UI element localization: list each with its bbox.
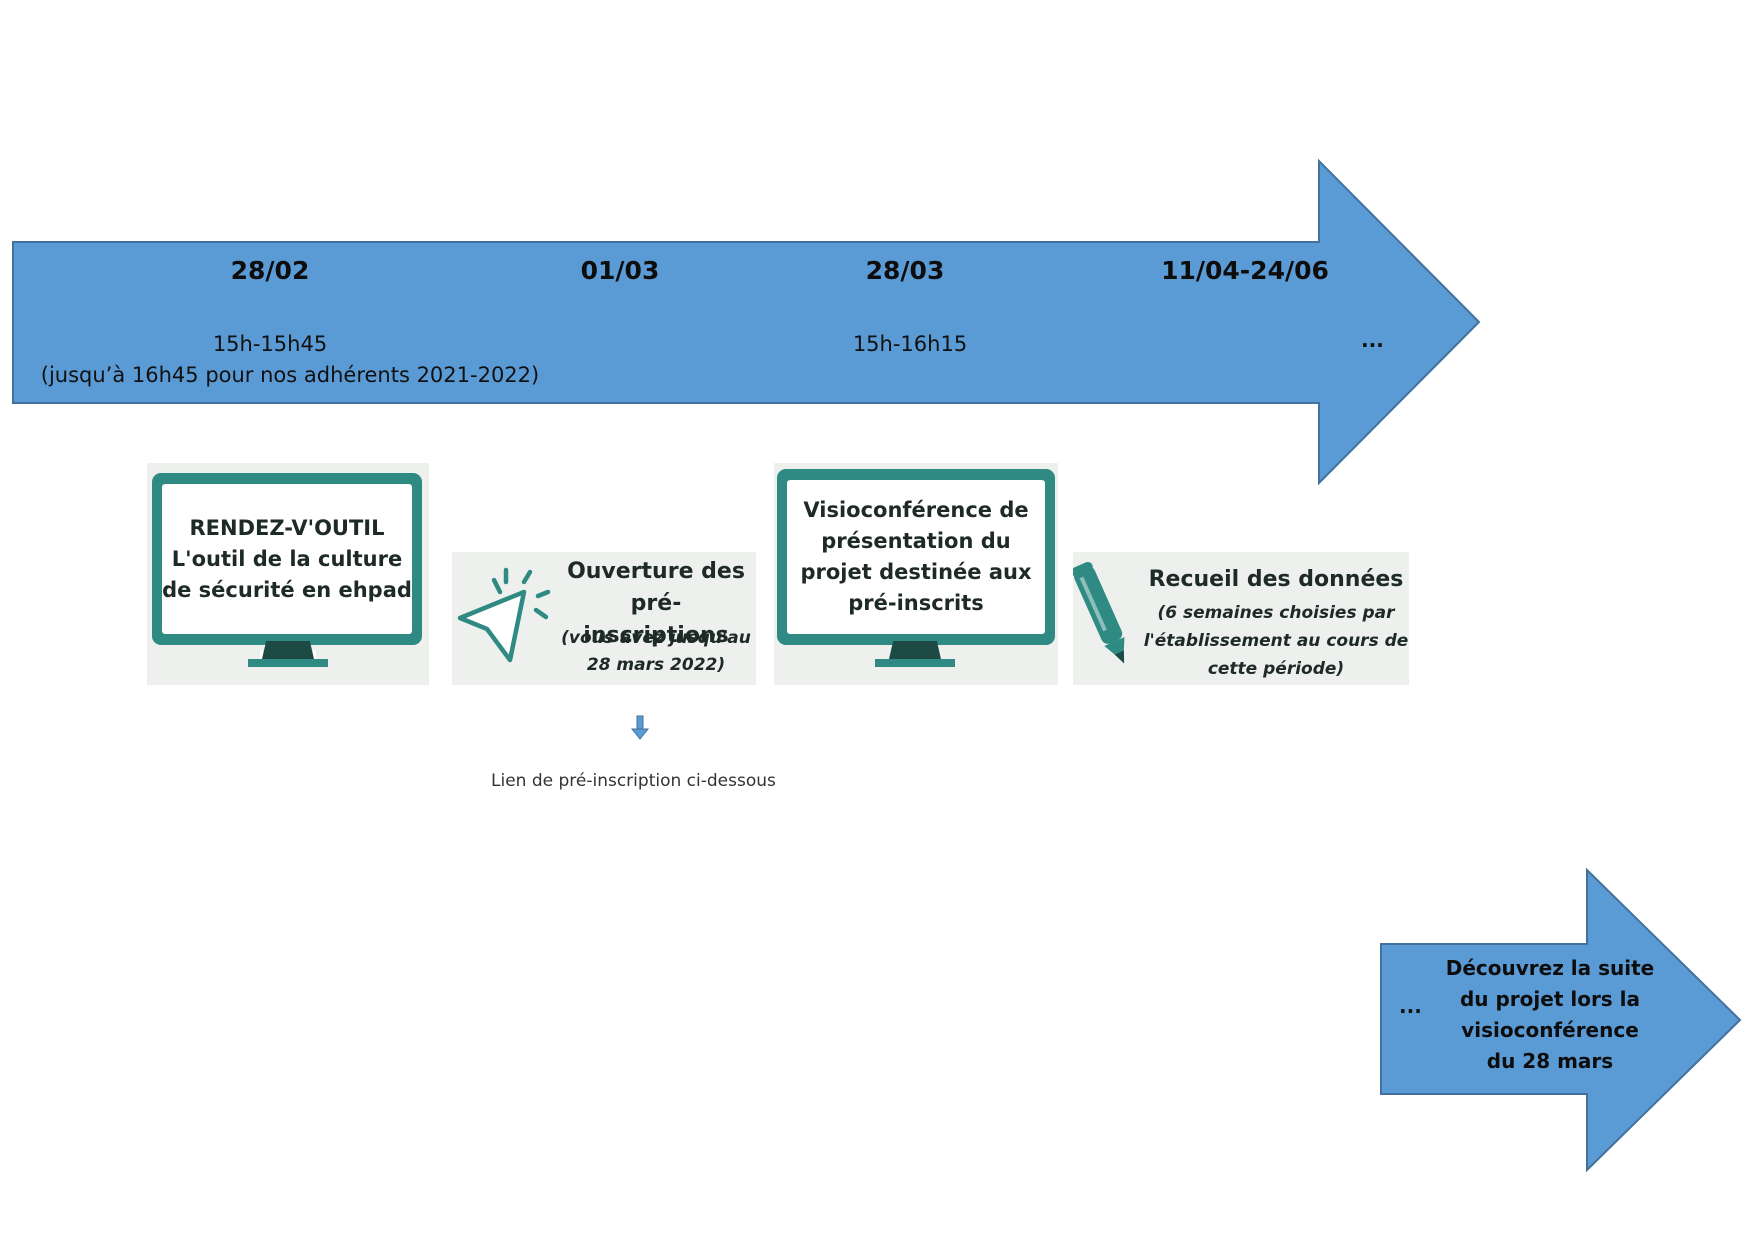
card3-line2: présentation du xyxy=(821,529,1011,553)
card3-line1: Visioconférence de xyxy=(803,498,1029,522)
card2-title2: pré-inscriptions xyxy=(583,591,729,648)
next-arrow-line1: Découvrez la suite xyxy=(1445,956,1655,980)
timeline-arrow-shape xyxy=(12,158,1481,486)
date-3: 28/03 xyxy=(865,256,945,285)
down-arrow-icon xyxy=(630,715,650,740)
card2-note1: (vous avez jusqu'au xyxy=(561,628,751,648)
card2-note2: 28 mars 2022) xyxy=(586,655,726,675)
time-3: 15h-16h15 xyxy=(852,332,968,356)
card4-note2: l'établissement au cours de xyxy=(1143,631,1409,651)
preinscription-link[interactable]: Lien de pré-inscription ci-dessous xyxy=(491,771,776,791)
card-preinscriptions: Ouverture des pré-inscriptions (vous ave… xyxy=(452,552,756,685)
card-visioconference: Visioconférence de présentation du proje… xyxy=(774,463,1058,685)
card4-note1: (6 semaines choisies par xyxy=(1157,603,1395,623)
card2-title1: Ouverture des xyxy=(567,559,745,584)
time-1b: (jusqu’à 16h45 pour nos adhérents 2021-2… xyxy=(40,363,540,387)
date-4: 11/04-24/06 xyxy=(1161,256,1329,285)
cursor-click-icon xyxy=(457,567,551,663)
date-2: 01/03 xyxy=(580,256,660,285)
card1-line2: L'outil de la culture xyxy=(171,546,403,571)
date-1: 28/02 xyxy=(230,256,310,285)
card3-line4: pré-inscrits xyxy=(848,591,984,615)
next-arrow-line2: du projet lors la xyxy=(1459,987,1641,1011)
card-rendez-voutil: RENDEZ-V'OUTIL L'outil de la culture de … xyxy=(147,463,429,685)
card-recueil: Recueil des données (6 semaines choisies… xyxy=(1073,552,1409,685)
timeline-ellipsis: ... xyxy=(1361,328,1384,352)
next-arrow-line4: du 28 mars xyxy=(1486,1049,1614,1073)
time-1a: 15h-15h45 xyxy=(212,332,328,356)
card4-note3: cette période) xyxy=(1207,659,1345,679)
next-arrow-line3: visioconférence xyxy=(1461,1018,1639,1042)
card3-line3: projet destinée aux xyxy=(800,560,1032,584)
card1-line3: de sécurité en ehpad xyxy=(162,577,412,602)
next-arrow-ellipsis: ... xyxy=(1399,994,1422,1018)
card4-title: Recueil des données xyxy=(1148,567,1404,592)
next-arrow-shape xyxy=(1380,867,1742,1173)
card1-line1: RENDEZ-V'OUTIL xyxy=(189,515,385,540)
pen-icon xyxy=(1073,561,1125,664)
